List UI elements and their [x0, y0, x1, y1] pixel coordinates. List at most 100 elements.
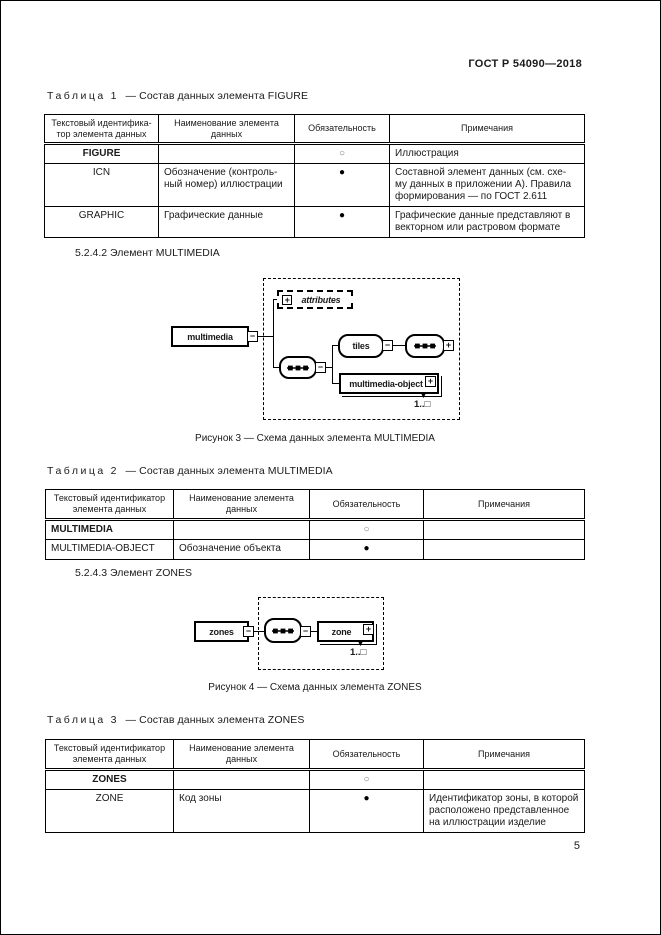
connector — [332, 383, 339, 384]
table-caption-text: — Состав данных элемента MULTIMEDIA — [125, 465, 333, 477]
cell-element-id: ZONES — [45, 769, 174, 790]
element-zones: zones — [194, 621, 249, 642]
cell-notes: Составной элемент данных (см. схе- му да… — [389, 163, 585, 207]
sequence-icon — [414, 343, 436, 349]
column-header: Текстовый идентифика- тор элемента данны… — [44, 114, 159, 145]
table-caption-text: — Состав данных элемента ZONES — [125, 714, 305, 726]
cell-element-id: GRAPHIC — [44, 206, 159, 238]
section-heading-multimedia: 5.2.4.2 Элемент MULTIMEDIA — [75, 247, 220, 259]
figure-zones-schema: zones − − zone + ▼ 1..□ — [191, 594, 391, 676]
cell-mandatory: ● — [309, 539, 424, 560]
cell-element-name — [173, 769, 310, 790]
cell-mandatory: ○ — [294, 143, 390, 164]
element-label: multimedia-object — [349, 378, 423, 389]
cell-mandatory: ● — [294, 206, 390, 238]
figure3-caption: Рисунок 3 — Схема данных элемента MULTIM… — [195, 433, 435, 444]
cell-element-id: FIGURE — [44, 143, 159, 164]
figure-multimedia-schema: multimedia − + attributes − tiles − + mu… — [169, 276, 469, 428]
column-header: Примечания — [423, 489, 585, 521]
sequence-compositor — [264, 618, 302, 643]
sequence-compositor — [279, 356, 317, 379]
cell-notes — [423, 769, 585, 790]
table-caption-number: 2 — [110, 465, 119, 477]
document-code: ГОСТ Р 54090—2018 — [468, 58, 582, 70]
figure4-caption: Рисунок 4 — Схема данных элемента ZONES — [208, 682, 422, 693]
collapse-icon: − — [243, 626, 254, 637]
connector — [273, 299, 274, 368]
repeat-marker-icon: ▼ — [419, 390, 428, 400]
element-label: zone — [331, 626, 352, 637]
cell-element-name: Код зоны — [173, 789, 310, 833]
table-row: MULTIMEDIA-OBJECT Обозначение объекта ● — [45, 539, 585, 560]
cell-element-name: Обозначение объекта — [173, 539, 310, 560]
table-row: FIGURE ○ Иллюстрация — [44, 143, 585, 164]
element-multimedia-object: multimedia-object — [339, 373, 439, 394]
page-number: 5 — [573, 840, 580, 852]
collapse-icon: − — [382, 340, 393, 351]
cell-notes: Иллюстрация — [389, 143, 585, 164]
cell-element-id: ICN — [44, 163, 159, 207]
connector — [258, 336, 274, 337]
expand-icon: + — [282, 295, 292, 305]
connector — [332, 345, 338, 346]
connector — [311, 631, 317, 632]
column-header: Текстовый идентификатор элемента данных — [45, 489, 174, 521]
expand-icon: + — [425, 376, 436, 387]
table-caption-word: Таблица — [47, 90, 106, 102]
cell-mandatory: ○ — [309, 519, 424, 540]
table-row: ICN Обозначение (контроль- ный номер) ил… — [44, 163, 585, 207]
table-row: GRAPHIC Графические данные ● Графические… — [44, 206, 585, 238]
cell-mandatory: ● — [309, 789, 424, 833]
attributes-box: + attributes — [277, 290, 353, 309]
column-header: Примечания — [389, 114, 585, 145]
group-tiles: tiles — [338, 334, 384, 358]
table-row: MULTIMEDIA ○ — [45, 519, 585, 540]
column-header: Обязательность — [309, 489, 424, 521]
cell-element-name: Обозначение (контроль- ный номер) иллюст… — [158, 163, 295, 207]
group-label: tiles — [352, 341, 370, 351]
sequence-compositor — [405, 334, 445, 358]
connector — [332, 345, 333, 384]
column-header: Текстовый идентификатор элемента данных — [45, 739, 174, 771]
occurrence-label: 1..□ — [414, 399, 431, 410]
column-header: Наименование элемента данных — [158, 114, 295, 145]
table2-caption: Таблица 2 — Состав данных элемента MULTIME… — [47, 465, 333, 477]
cell-mandatory: ● — [294, 163, 390, 207]
cell-element-name: Графические данные — [158, 206, 295, 238]
table-row: ZONES ○ — [45, 769, 585, 790]
cell-element-id: ZONE — [45, 789, 174, 833]
collapse-icon: − — [247, 331, 258, 342]
occurrence-label: 1..□ — [350, 647, 367, 658]
table-figure: Текстовый идентифика- тор элемента данны… — [44, 114, 585, 238]
element-multimedia: multimedia — [171, 326, 249, 347]
cell-element-id: MULTIMEDIA — [45, 519, 174, 540]
section-heading-zones: 5.2.4.3 Элемент ZONES — [75, 567, 192, 579]
expand-icon: + — [363, 624, 374, 635]
connector — [254, 631, 264, 632]
table-zones: Текстовый идентификатор элемента данных … — [45, 739, 585, 833]
cell-notes — [423, 519, 585, 540]
cell-notes — [423, 539, 585, 560]
expand-icon: + — [443, 340, 454, 351]
column-header: Обязательность — [309, 739, 424, 771]
cell-notes: Графические данные представляют в вектор… — [389, 206, 585, 238]
collapse-icon: − — [315, 362, 326, 373]
table-row: ZONE Код зоны ● Идентификатор зоны, в ко… — [45, 789, 585, 833]
table-caption-word: Таблица — [47, 714, 106, 726]
content-model-frame — [263, 278, 460, 420]
table-caption-number: 3 — [110, 714, 119, 726]
column-header: Наименование элемента данных — [173, 739, 310, 771]
column-header: Обязательность — [294, 114, 390, 145]
attributes-label: attributes — [301, 294, 341, 305]
table-caption-word: Таблица — [47, 465, 106, 477]
content-model-frame — [258, 597, 384, 670]
element-label: zones — [209, 626, 234, 637]
table-caption-text: — Состав данных элемента FIGURE — [125, 90, 309, 102]
element-label: multimedia — [187, 331, 233, 342]
sequence-icon — [287, 365, 309, 370]
cell-element-name — [173, 519, 310, 540]
cell-element-name — [158, 143, 295, 164]
sequence-icon — [272, 628, 294, 633]
